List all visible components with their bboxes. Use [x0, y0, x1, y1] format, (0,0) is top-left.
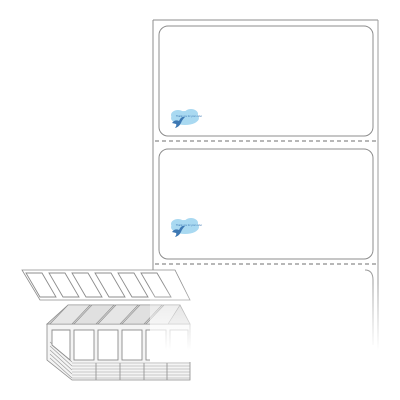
label-3-partial — [364, 269, 374, 345]
bird-cloud-icon: Thank you for your order — [171, 218, 202, 237]
bird-icon — [172, 116, 185, 128]
logo-text: Thank you for your order — [176, 224, 202, 227]
logo-text: Thank you for your order — [176, 115, 202, 118]
bird-icon — [172, 225, 185, 237]
fanfold-stack — [21, 269, 191, 381]
label-2 — [158, 148, 374, 260]
bird-cloud-icon: Thank you for your order — [171, 109, 202, 128]
stack-top-row — [21, 269, 191, 301]
label-1 — [158, 25, 374, 137]
stack-fold-panel — [45, 304, 191, 325]
